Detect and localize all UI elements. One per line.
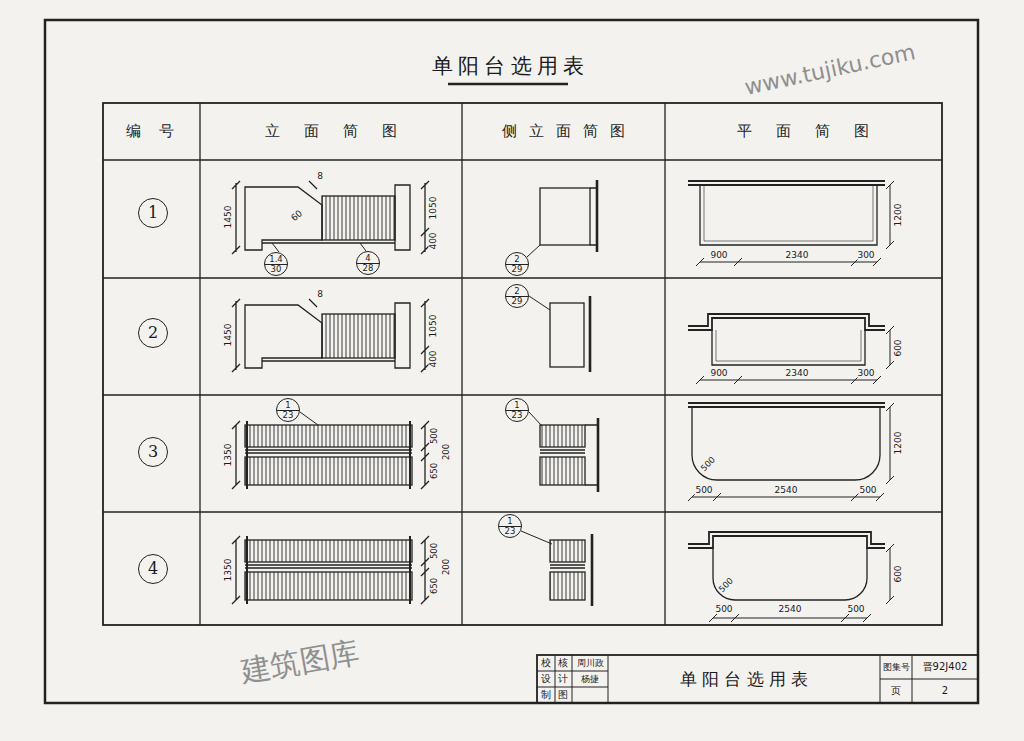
title-block-text: 单阳台选用表 [675,671,813,688]
dimension-text: 1450 [224,205,233,230]
dimension-text: 500 [714,605,733,614]
title-block-text: 设 [541,674,551,684]
detail-callout: 229 [505,284,529,308]
dimension-text: 500 [699,455,718,474]
title-block-text: 晋92J402 [923,662,968,672]
dimension-text: 2540 [778,605,803,614]
dimension-text: 60 [289,208,305,224]
dimension-text: 400 [429,231,438,250]
detail-callout: 229 [505,252,529,276]
detail-callout: 123 [276,398,300,422]
callout-number: 1 [277,401,299,411]
dimension-text: 650 [430,577,439,595]
dimension-text: 8 [316,290,324,299]
callout-number: 1.4 [265,255,287,265]
dimension-text: 1200 [894,431,903,456]
title-block-text: 图集号 [883,663,910,672]
sheet-frame [45,20,978,703]
dimension-text: 1350 [224,443,233,468]
row-number: 3 [138,437,168,467]
title-block-text: 页 [891,686,901,696]
dimension-text: 300 [856,369,875,378]
dimension-text: 1450 [224,323,233,348]
column-header: 编号 [108,124,192,139]
column-header: 侧立面简图 [490,124,637,139]
title-block-text: 核 [558,658,568,668]
dimension-text: 2340 [785,369,810,378]
callout-number: 1 [506,401,528,411]
dimension-text: 600 [894,338,903,357]
dimension-text: 1200 [894,203,903,228]
detail-callout: 123 [498,514,522,538]
title-block [537,655,978,703]
dimension-text: 8 [316,172,324,181]
row-number-text: 1 [148,205,158,222]
watermark: 建筑图库 [238,637,361,687]
title-block-text: 图 [558,690,568,700]
callout-number: 28 [357,264,379,273]
balcony-plans [688,181,894,622]
callout-number: 23 [506,411,528,420]
table-grid [103,103,942,625]
dimension-text: 500 [430,427,439,445]
callout-number: 2 [506,287,528,297]
row-number: 1 [138,198,168,228]
dimension-text: 1050 [429,314,438,339]
dimension-text: 650 [430,462,439,480]
row-number-text: 3 [148,444,158,461]
dimension-text: 900 [709,369,728,378]
sheet-title: 单阳台选用表 [427,56,590,77]
callout-number: 2 [506,255,528,265]
callout-number: 4 [357,254,379,264]
callout-number: 30 [265,265,287,274]
title-block-text: 周川政 [577,659,604,668]
detail-callout: 1.430 [264,252,288,276]
dimension-text: 600 [894,564,903,583]
detail-callout: 428 [356,251,380,275]
row-number-text: 2 [148,325,158,342]
callout-number: 29 [506,297,528,306]
dimension-text: 500 [430,542,439,560]
dimension-text: 500 [717,576,736,595]
row-number: 4 [138,554,168,584]
callout-number: 23 [277,411,299,420]
dimension-text: 1350 [224,558,233,583]
column-header: 立面简图 [241,124,421,139]
dimension-text: 200 [442,558,451,576]
callout-leaders [272,243,552,544]
row-number: 2 [138,318,168,348]
title-block-text: 计 [558,674,568,684]
title-block-text: 制 [541,690,551,700]
title-block-text: 校 [541,658,551,668]
detail-callout: 123 [505,398,529,422]
title-block-text: 2 [942,686,948,696]
dimension-text: 300 [856,251,875,260]
callout-number: 29 [506,265,528,274]
column-header: 平面简图 [713,124,893,139]
dimension-text: 1050 [429,196,438,221]
callout-number: 1 [499,517,521,527]
callout-number: 23 [499,527,521,536]
row-number-text: 4 [148,561,158,578]
dimension-text: 500 [694,486,713,495]
dimension-text: 500 [846,605,865,614]
dimension-text: 500 [858,486,877,495]
dimension-text: 400 [429,349,438,368]
dimension-text: 2540 [774,486,799,495]
dimension-text: 200 [442,443,451,461]
watermark: www.tujiku.com [743,41,918,99]
title-block-text: 杨捷 [581,675,599,684]
dimension-text: 2340 [785,251,810,260]
dimension-text: 900 [709,251,728,260]
